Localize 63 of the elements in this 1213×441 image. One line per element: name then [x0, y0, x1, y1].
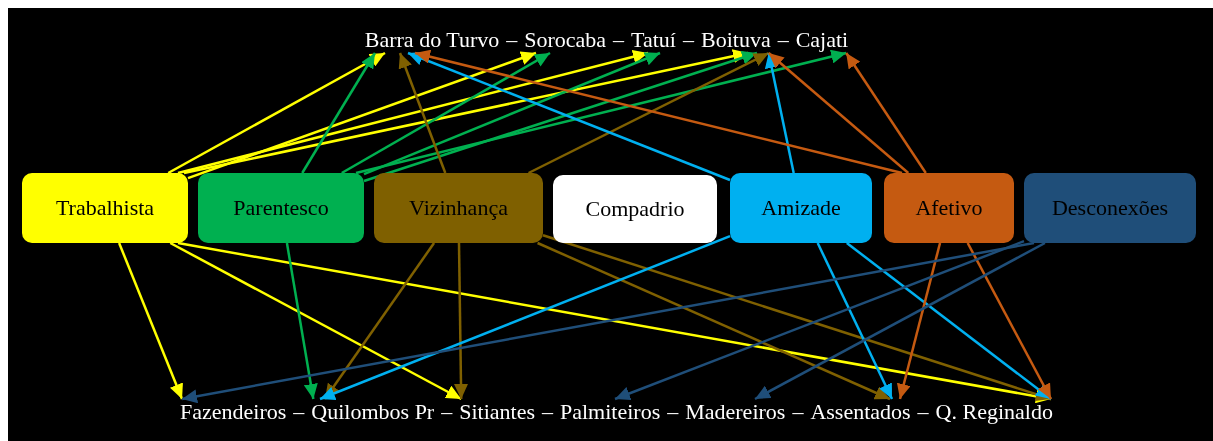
- arrow: [767, 52, 910, 174]
- place-name: Palmiteiros: [560, 399, 661, 425]
- arrow: [845, 52, 927, 174]
- separator-dash: –: [917, 399, 929, 425]
- place-name: Sorocaba: [524, 27, 607, 53]
- arrow: [454, 243, 468, 399]
- arrow: [614, 240, 1025, 401]
- category-box: [553, 175, 717, 243]
- arrow: [341, 51, 551, 175]
- arrow: [407, 51, 731, 182]
- place-name: Boituva: [701, 27, 771, 53]
- arrow: [355, 49, 847, 175]
- separator-dash: –: [683, 27, 694, 53]
- arrow: [542, 234, 1052, 402]
- place-name: Barra do Turvo: [364, 27, 500, 53]
- arrow: [966, 242, 1053, 400]
- arrow: [117, 242, 184, 400]
- box-label: Amizade: [761, 195, 841, 221]
- place-name: Cajati: [795, 27, 849, 53]
- place-name: Fazendeiros: [180, 399, 287, 425]
- category-box: [884, 173, 1014, 243]
- arrow: [537, 241, 891, 401]
- place-name: Quilombos Pr: [311, 399, 435, 425]
- arrow: [363, 51, 758, 183]
- box-label: Compadrio: [585, 196, 685, 222]
- arrow: [816, 242, 894, 400]
- arrow: [363, 51, 661, 176]
- arrow: [301, 52, 377, 174]
- place-name: Assentados: [810, 399, 911, 425]
- box-label: Parentesco: [233, 195, 329, 221]
- category-box: [22, 173, 188, 243]
- arrow: [319, 235, 731, 401]
- arrow: [764, 52, 795, 174]
- arrow: [285, 242, 318, 400]
- separator-dash: –: [506, 27, 518, 53]
- box-label: Afetivo: [915, 195, 983, 221]
- separator-dash: –: [667, 399, 679, 425]
- place-name: Sitiantes: [459, 399, 535, 425]
- separator-dash: –: [613, 27, 625, 53]
- arrow: [169, 241, 462, 401]
- arrow: [754, 241, 1046, 401]
- arrow: [187, 51, 537, 180]
- arrow: [846, 242, 1052, 400]
- arrow: [896, 242, 942, 400]
- category-box: [730, 173, 872, 243]
- separator-dash: –: [293, 399, 305, 425]
- arrow: [398, 52, 447, 174]
- place-name: Q. Reginaldo: [935, 399, 1053, 425]
- separator-dash: –: [441, 399, 453, 425]
- category-box: [1024, 173, 1196, 243]
- box-label: Vizinhança: [409, 195, 508, 221]
- box-label: Trabalhista: [55, 195, 155, 221]
- category-box: [198, 173, 364, 243]
- arrow: [167, 51, 386, 175]
- category-box: [374, 173, 543, 243]
- box-label: Desconexões: [1051, 195, 1169, 221]
- arrow: [528, 51, 770, 175]
- arrow: [414, 49, 903, 175]
- place-name: Madereiros: [685, 399, 786, 425]
- separator-dash: –: [542, 399, 553, 425]
- separator-dash: –: [792, 399, 804, 425]
- place-name: Tatuí: [631, 27, 676, 53]
- separator-dash: –: [777, 27, 789, 53]
